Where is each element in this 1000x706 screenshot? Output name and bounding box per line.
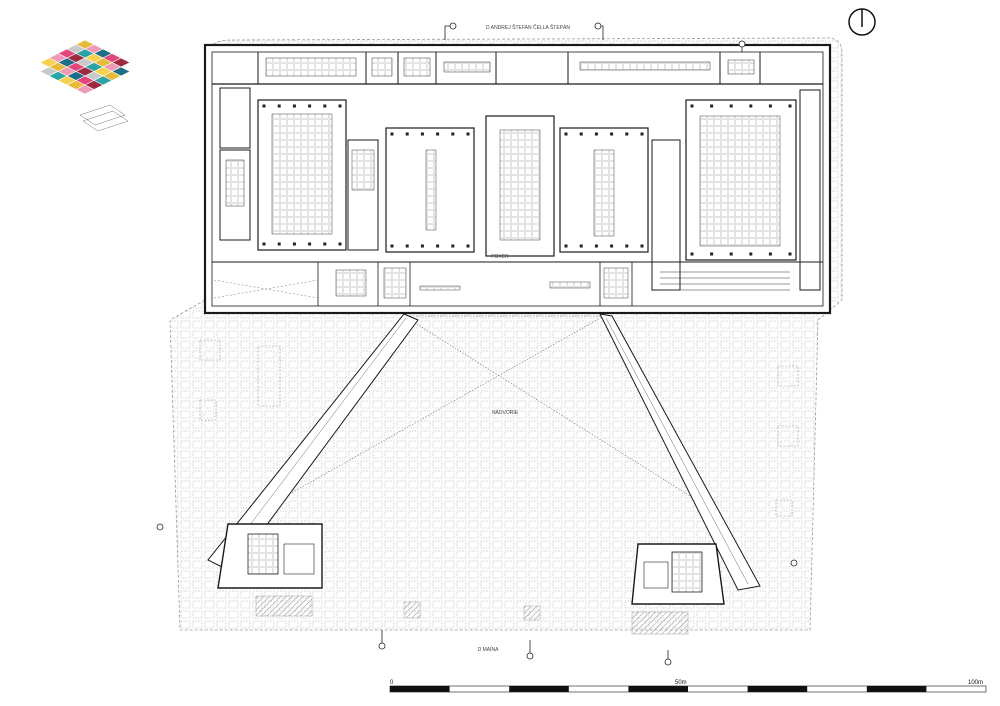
column	[420, 244, 424, 248]
hall-center-left	[385, 127, 475, 253]
side-planters	[199, 339, 799, 517]
column	[564, 244, 568, 248]
column	[436, 244, 440, 248]
street-bottom-label: D MAÍNA	[478, 646, 500, 653]
column	[788, 252, 792, 256]
scale-segment	[390, 686, 450, 692]
column	[262, 242, 266, 246]
main-building: FOYER	[203, 43, 832, 315]
column	[640, 244, 644, 248]
column	[420, 132, 424, 136]
column	[710, 252, 714, 256]
column	[277, 242, 281, 246]
scale-segment	[866, 686, 927, 692]
column	[405, 132, 409, 136]
column	[768, 252, 772, 256]
column	[436, 132, 440, 136]
column	[749, 252, 753, 256]
column	[323, 242, 327, 246]
column	[610, 244, 614, 248]
column	[640, 132, 644, 136]
site-plots	[403, 601, 541, 621]
courtyard-diagonals	[285, 315, 691, 497]
column	[594, 132, 598, 136]
courtyard-label: NÁDVORIE	[492, 409, 519, 416]
column	[262, 104, 266, 108]
column	[451, 132, 455, 136]
pavilion-right	[631, 543, 725, 635]
column	[768, 104, 772, 108]
column	[579, 244, 583, 248]
ramp-right	[599, 313, 761, 591]
column	[338, 104, 342, 108]
column	[466, 244, 470, 248]
column	[338, 242, 342, 246]
column	[625, 132, 629, 136]
scale-segment	[509, 686, 569, 692]
scale-bar: 0 50m 100m	[389, 680, 987, 693]
stairs	[660, 271, 790, 291]
scale-end-label: 100m	[968, 680, 983, 686]
hall-left	[257, 99, 347, 251]
scale-mid-label: 50m	[675, 680, 687, 686]
column	[390, 132, 394, 136]
column	[308, 242, 312, 246]
column	[579, 132, 583, 136]
scale-start-label: 0	[390, 680, 394, 686]
column	[610, 132, 614, 136]
column	[710, 104, 714, 108]
column	[292, 242, 296, 246]
column	[308, 104, 312, 108]
column	[625, 244, 629, 248]
column	[405, 244, 409, 248]
column	[690, 252, 694, 256]
north-arrow	[848, 8, 876, 36]
pavilion-left	[217, 523, 323, 617]
column	[690, 104, 694, 108]
street-top-label: D ANDREJ ŠTEFAN ČELLA ŠTEPÁN	[486, 24, 570, 31]
column	[788, 104, 792, 108]
column	[729, 252, 733, 256]
section-markers	[156, 22, 798, 666]
column	[594, 244, 598, 248]
column	[466, 132, 470, 136]
scale-segment	[628, 686, 688, 692]
hall-center	[485, 115, 555, 257]
column	[564, 132, 568, 136]
hall-right	[685, 99, 797, 261]
top-room-furniture	[265, 57, 755, 77]
axonometric-thumbnail	[39, 39, 131, 132]
column	[277, 104, 281, 108]
column	[323, 104, 327, 108]
columns	[262, 104, 792, 256]
column	[292, 104, 296, 108]
column	[451, 244, 455, 248]
scale-segment	[747, 686, 808, 692]
hall-center-right	[559, 127, 649, 253]
thumbnail-block	[75, 84, 95, 95]
column	[749, 104, 753, 108]
foyer-label: FOYER	[491, 254, 509, 260]
column	[729, 104, 733, 108]
column	[390, 244, 394, 248]
